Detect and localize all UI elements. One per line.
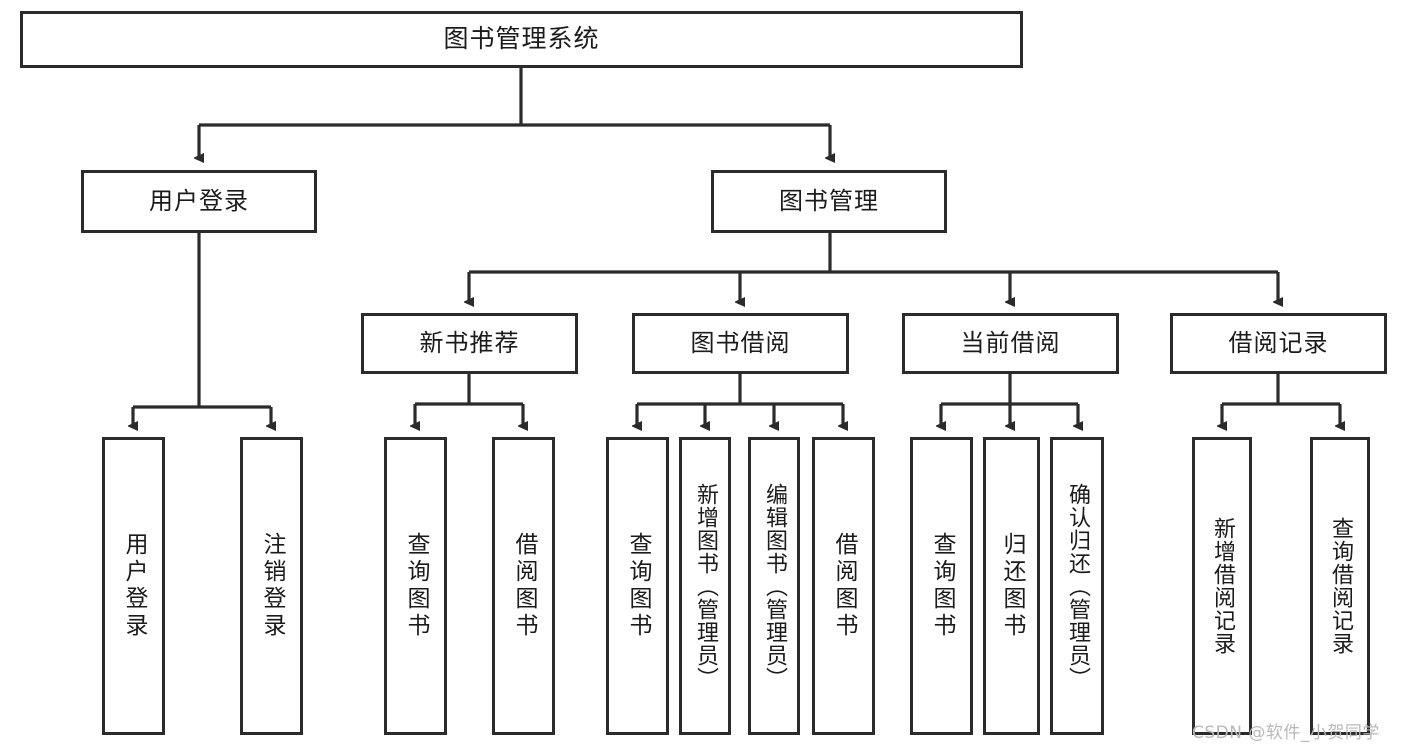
node-new-book-recommend[interactable]: 新书推荐 [361,313,578,374]
node-label: 用户登录 [121,532,147,640]
node-label: 新增图书（管理员） [693,482,718,690]
node-label: 图书管理系统 [443,24,600,54]
node-label: 图书管理 [779,186,879,215]
node-label: 查询图书 [929,532,955,640]
node-label: 归还图书 [999,532,1025,640]
leaf-current-return-book[interactable]: 归还图书 [983,437,1040,735]
node-label: 借阅记录 [1228,328,1329,357]
leaf-record-query-record[interactable]: 查询借阅记录 [1310,437,1370,735]
node-label: 用户登录 [149,186,249,215]
node-book-management[interactable]: 图书管理 [711,170,947,233]
node-label: 新书推荐 [419,328,520,357]
leaf-borrow-borrow-book[interactable]: 借阅图书 [812,437,875,735]
node-user-login[interactable]: 用户登录 [81,170,317,233]
leaf-record-add-record[interactable]: 新增借阅记录 [1192,437,1252,735]
node-label: 新增借阅记录 [1210,517,1235,655]
node-label: 查询图书 [403,532,429,640]
leaf-borrow-add-book[interactable]: 新增图书（管理员） [679,437,731,735]
leaf-borrow-edit-book[interactable]: 编辑图书（管理员） [748,437,800,735]
node-label: 查询借阅记录 [1328,517,1353,655]
node-label: 图书借阅 [690,328,791,357]
node-label: 编辑图书（管理员） [762,482,787,690]
node-label: 当前借阅 [960,328,1061,357]
csdn-watermark: CSDN @软件_小贺同学 [1192,723,1380,743]
node-label: 借阅图书 [511,532,537,640]
leaf-new-book-query[interactable]: 查询图书 [384,437,447,735]
node-borrow-record[interactable]: 借阅记录 [1170,313,1387,374]
node-label: 注销登录 [259,532,285,640]
leaf-new-book-borrow[interactable]: 借阅图书 [492,437,555,735]
node-current-borrow[interactable]: 当前借阅 [902,313,1119,374]
leaf-user-login-logout[interactable]: 注销登录 [240,437,303,735]
node-book-borrow[interactable]: 图书借阅 [632,313,849,374]
node-label: 确认归还（管理员） [1065,482,1090,690]
node-label: 查询图书 [625,532,651,640]
leaf-current-confirm-return[interactable]: 确认归还（管理员） [1050,437,1104,735]
leaf-user-login-login[interactable]: 用户登录 [102,437,165,735]
leaf-current-query-book[interactable]: 查询图书 [910,437,973,735]
node-label: 借阅图书 [831,532,857,640]
node-root-system[interactable]: 图书管理系统 [20,11,1023,68]
leaf-borrow-query-book[interactable]: 查询图书 [606,437,669,735]
